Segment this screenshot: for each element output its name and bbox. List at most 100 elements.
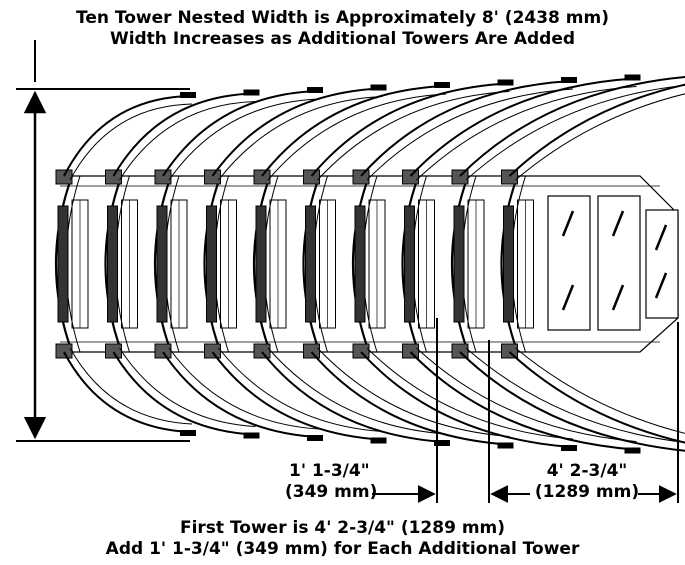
lower-arm — [162, 351, 318, 438]
upper-arm-inner — [366, 88, 574, 181]
upper-arm — [409, 77, 635, 177]
tower-arc — [351, 175, 371, 353]
lower-arm — [459, 351, 685, 452]
upper-arm — [360, 80, 572, 177]
hinge-block — [105, 343, 122, 359]
panel-slot — [611, 210, 625, 237]
upper-arm — [508, 83, 685, 177]
tower-dark-panel — [206, 205, 217, 323]
tower-dark-panel — [57, 205, 69, 323]
lower-arm-inner — [267, 347, 447, 435]
panel-slot — [654, 224, 668, 251]
tower-arc — [450, 175, 470, 353]
hinge-block — [154, 169, 172, 185]
lower-arm-inner — [465, 347, 685, 443]
hinge-block — [402, 169, 419, 185]
arm-end-cap — [434, 82, 450, 88]
arm-end-cap — [180, 92, 196, 98]
tower-dark-panel — [156, 205, 168, 323]
hinge-block — [303, 343, 320, 359]
upper-arm-inner — [267, 93, 447, 181]
lower-arm — [360, 351, 572, 448]
tower-arc — [153, 175, 173, 353]
lower-arm-inner — [317, 347, 510, 437]
arm-end-cap — [307, 87, 323, 93]
panel-slot — [611, 284, 625, 311]
top-caption-line2: Width Increases as Additional Towers Are… — [109, 29, 576, 49]
lower-arm-inner — [515, 347, 685, 434]
arm-end-cap — [370, 84, 387, 91]
arm-end-cap — [497, 79, 514, 86]
hinge-block — [352, 343, 370, 359]
arm-end-cap — [243, 432, 260, 439]
overall-width-dimension — [16, 40, 190, 442]
panel-slot — [654, 272, 668, 299]
tower-dark-panel — [107, 205, 118, 323]
dimension-first-line2: (1289 mm) — [534, 482, 640, 502]
lower-arm — [112, 351, 254, 436]
tower-arc — [401, 175, 420, 353]
bottom-dimensions — [372, 318, 679, 503]
hinge-block — [253, 343, 271, 359]
hinge-block — [55, 343, 73, 359]
hinge-block — [204, 343, 221, 359]
upper-arm-inner — [317, 91, 510, 181]
lower-arm — [63, 351, 191, 433]
tower-panel — [547, 195, 591, 331]
arm-end-cap — [561, 77, 577, 83]
tower-arc — [104, 175, 123, 353]
lower-arm — [310, 351, 508, 446]
upper-arm-inner — [119, 101, 256, 181]
upper-arm-inner — [69, 103, 193, 181]
tower-panel — [597, 195, 641, 331]
tower-dark-panel — [453, 205, 465, 323]
hinge-block — [402, 343, 419, 359]
lower-arm — [508, 351, 685, 444]
tower-dark-panel — [255, 205, 267, 323]
tower-arc — [54, 175, 74, 353]
arm-end-cap — [624, 74, 641, 81]
arm-end-cap — [561, 445, 577, 451]
arm-end-cap — [497, 442, 514, 449]
upper-arm-inner — [465, 84, 685, 181]
hinge-block — [451, 343, 469, 359]
hinge-block — [154, 343, 172, 359]
panel-slot — [561, 284, 575, 311]
arm-end-cap — [307, 435, 323, 441]
lower-arm-inner — [119, 347, 256, 427]
dimension-first-label: 4' 2-3/4" (1289 mm) — [532, 461, 642, 503]
lower-arm-inner — [366, 347, 574, 440]
hinge-block — [105, 169, 122, 185]
upper-arm — [162, 90, 318, 177]
tower-dark-panel — [503, 205, 514, 323]
hinge-block — [204, 169, 221, 185]
arm-end-cap — [370, 437, 387, 444]
lower-arm — [409, 351, 635, 451]
arm-end-cap — [624, 447, 641, 454]
tower-panel — [645, 209, 679, 319]
upper-arm-inner — [218, 96, 383, 181]
tower-dark-panel — [354, 205, 366, 323]
tower-arc — [252, 175, 272, 353]
arm-end-cap — [434, 440, 450, 446]
tower-dark-panel — [404, 205, 415, 323]
panel-slot — [561, 210, 575, 237]
upper-arm — [211, 87, 381, 177]
lower-arm-inner — [218, 347, 383, 432]
hinge-block — [303, 169, 320, 185]
upper-arm — [459, 76, 685, 177]
upper-arm-inner — [515, 93, 685, 181]
top-caption-line1: Ten Tower Nested Width is Approximately … — [76, 8, 609, 28]
dimension-each-line1: 1' 1-3/4" — [289, 461, 370, 481]
tower-dark-panel — [305, 205, 316, 323]
tower-arc — [500, 175, 519, 353]
hinge-block — [451, 169, 469, 185]
lower-arm-inner — [416, 347, 637, 442]
arm-end-cap — [243, 89, 260, 96]
lower-arm-inner — [69, 347, 193, 425]
upper-arm-inner — [416, 86, 637, 181]
tower-arc — [302, 175, 321, 353]
hinge-block — [55, 169, 73, 185]
upper-arm — [261, 85, 445, 177]
